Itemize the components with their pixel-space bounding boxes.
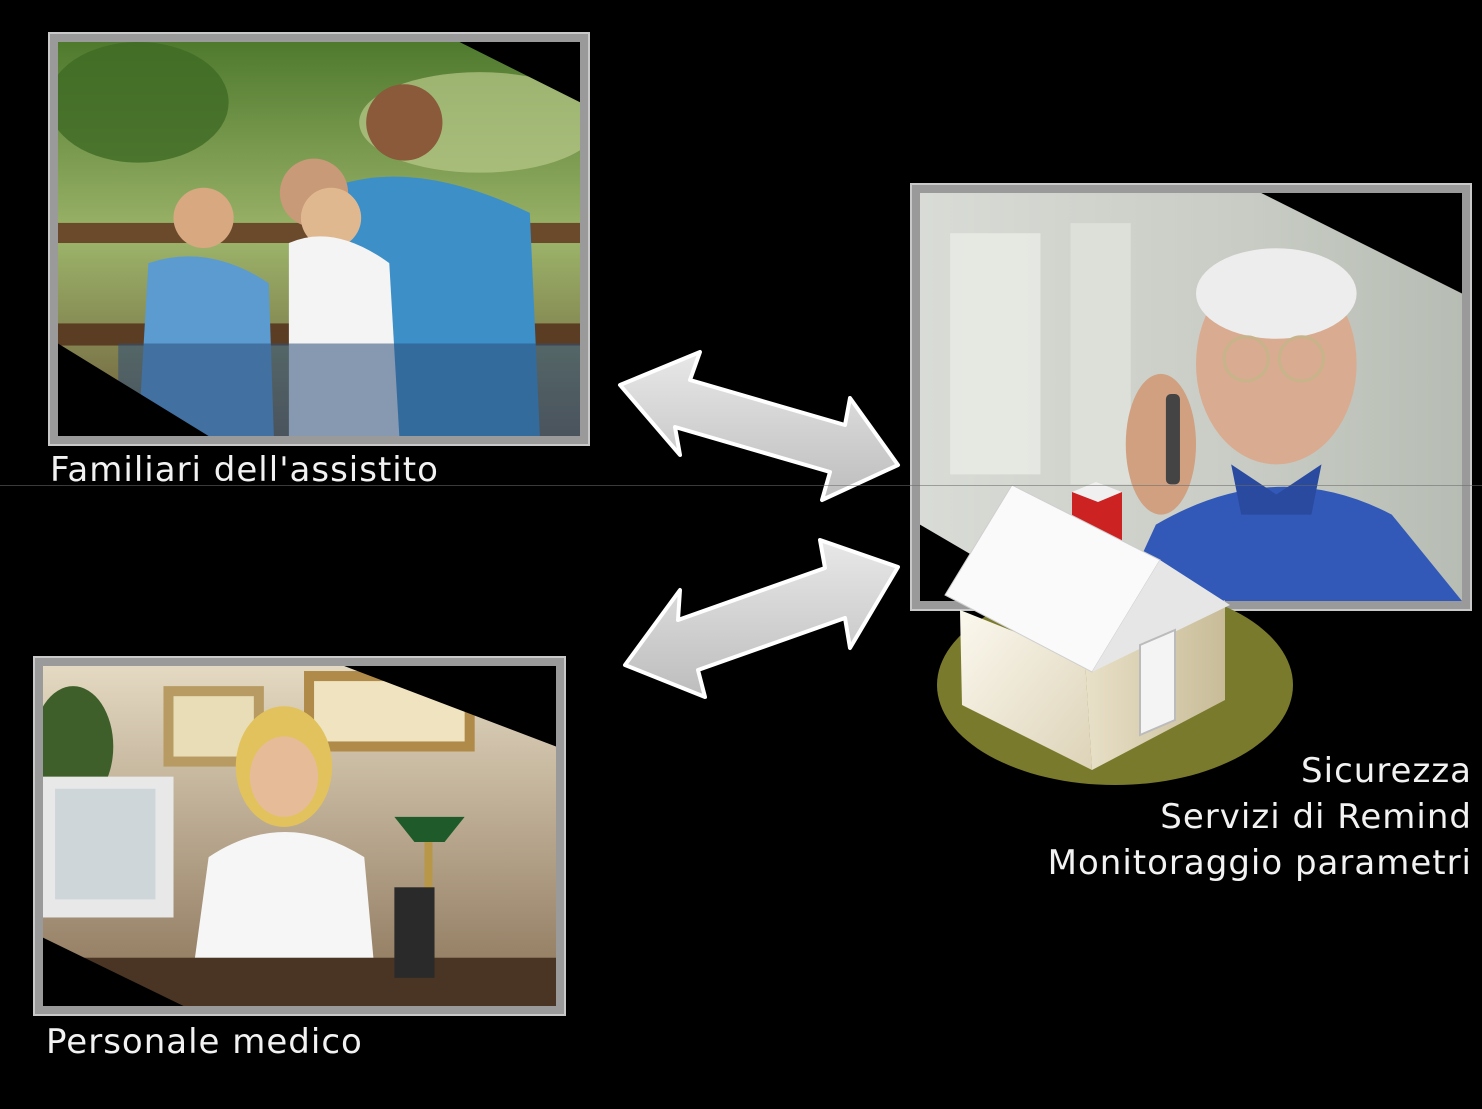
family-photo (58, 42, 580, 436)
divider-line (0, 485, 1482, 486)
house-icon (937, 482, 1293, 785)
family-caption: Familiari dell'assistito (50, 450, 439, 490)
medical-photo-frame (33, 656, 566, 1016)
family-photo-frame (48, 32, 590, 446)
service-item: Sicurezza (1301, 751, 1472, 791)
medical-caption: Personale medico (46, 1022, 363, 1062)
bidirectional-arrow-icon (623, 538, 900, 699)
service-item: Servizi di Remind (1160, 797, 1472, 837)
services-list: Sicurezza Servizi di Remind Monitoraggio… (1048, 748, 1472, 886)
service-item: Monitoraggio parametri (1047, 843, 1472, 883)
doctor-photo (43, 666, 556, 1006)
bidirectional-arrow-icon (618, 350, 900, 502)
